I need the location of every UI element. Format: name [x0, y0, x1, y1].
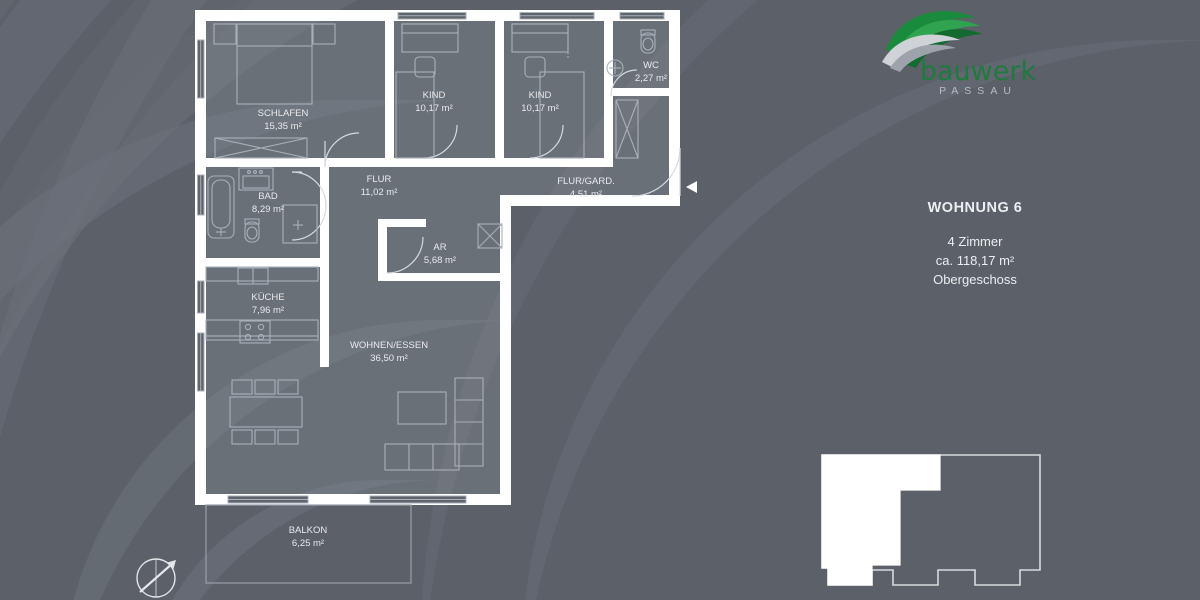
- logo-swoosh-gray: [882, 34, 960, 72]
- logo-subtitle: PASSAU: [939, 85, 1017, 97]
- logo-word: bauwerk: [919, 56, 1037, 87]
- apartment-area: ca. 118,17 m²: [935, 253, 1015, 269]
- apartment-floor: Obergeschoss: [933, 272, 1017, 288]
- logo-wordmark: bauwerk PASSAU: [868, 56, 1088, 97]
- apartment-title: WOHNUNG 6: [927, 200, 1023, 216]
- bauwerk-logo-mark: [882, 11, 982, 72]
- apartment-details: 4 Zimmer ca. 118,17 m² Obergeschoss: [860, 232, 1090, 289]
- apartment-room-count: 4 Zimmer: [947, 234, 1003, 249]
